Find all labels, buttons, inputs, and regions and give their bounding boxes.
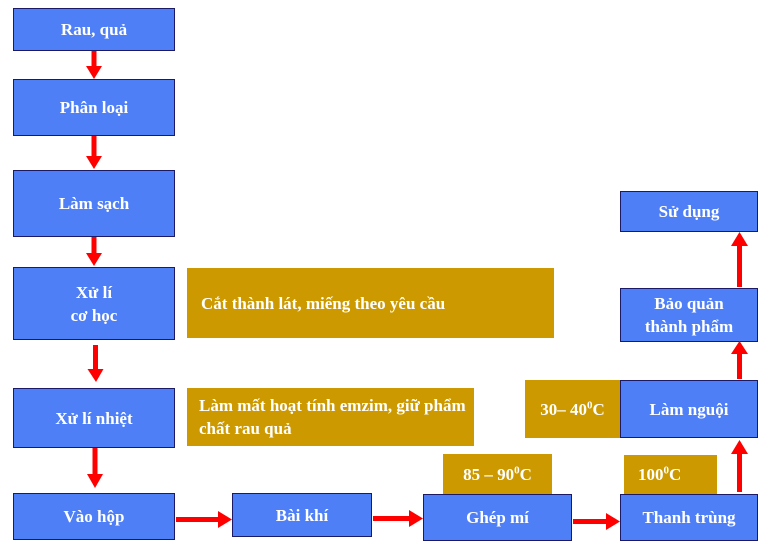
arrow-right-icon xyxy=(373,510,423,527)
arrow-up-icon xyxy=(731,232,748,287)
arrow-down-icon xyxy=(86,136,102,169)
step-rau-qua: Rau, quả xyxy=(13,8,175,51)
step-lam-sach: Làm sạch xyxy=(13,170,175,237)
step-xu-li-co-hoc: Xử lí cơ học xyxy=(13,267,175,340)
arrow-right-icon xyxy=(573,513,620,530)
arrow-right-icon xyxy=(176,511,232,528)
arrow-up-icon xyxy=(731,440,748,492)
step-label: Làm sạch xyxy=(58,194,130,213)
step-lam-nguoi: Làm nguội xyxy=(620,380,758,438)
arrow-down-icon xyxy=(86,237,102,266)
step-label-line-2: cơ học xyxy=(70,305,118,325)
step-label: Rau, quả xyxy=(60,20,128,39)
step-label: Thanh trùng xyxy=(642,508,736,527)
temp-value: 30– 400C xyxy=(540,398,605,419)
step-label-line-1: Xử lí xyxy=(75,282,113,302)
step-bao-quan: Bảo quản thành phẩm xyxy=(620,288,758,342)
note-temp-ghep-mi: 85 – 900C xyxy=(443,454,552,494)
note-temp-lam-nguoi: 30– 400C xyxy=(525,380,620,438)
step-label: Bài khí xyxy=(275,505,329,525)
step-bai-khi: Bài khí xyxy=(232,493,372,537)
step-label-line-2: thành phẩm xyxy=(644,317,734,336)
note-temp-thanh-trung: 1000C xyxy=(624,455,717,494)
temp-value: 1000C xyxy=(638,464,682,484)
arrow-down-icon xyxy=(87,448,103,488)
arrow-down-icon xyxy=(87,345,104,382)
step-ghep-mi: Ghép mí xyxy=(423,494,572,541)
step-label: Sử dụng xyxy=(658,202,720,221)
step-label: Ghép mí xyxy=(466,508,529,527)
step-su-dung: Sử dụng xyxy=(620,191,758,232)
step-label: Phân loại xyxy=(59,98,129,117)
note-text-line-1: Làm mất hoạt tính emzim, xyxy=(199,396,393,415)
note-cat-thanh-lat: Cắt thành lát, miếng theo yêu cầu xyxy=(187,268,554,338)
note-text: Cắt thành lát, miếng theo yêu cầu xyxy=(201,293,446,313)
step-label-line-1: Bảo quản xyxy=(654,294,724,313)
step-label: Vào hộp xyxy=(63,507,125,526)
step-label: Làm nguội xyxy=(649,399,729,419)
note-text-line-2: giữ phẩm chất rau quả xyxy=(199,396,466,438)
step-thanh-trung: Thanh trùng xyxy=(620,494,758,541)
step-phan-loai: Phân loại xyxy=(13,79,175,136)
note-lam-mat-hoat-tinh: Làm mất hoạt tính emzim, giữ phẩm chất r… xyxy=(187,388,474,446)
step-label: Xử lí nhiệt xyxy=(55,408,133,428)
temp-value: 85 – 900C xyxy=(463,463,532,484)
step-xu-li-nhiet: Xử lí nhiệt xyxy=(13,388,175,448)
step-vao-hop: Vào hộp xyxy=(13,493,175,540)
arrow-up-icon xyxy=(731,341,748,379)
arrow-down-icon xyxy=(86,51,102,79)
